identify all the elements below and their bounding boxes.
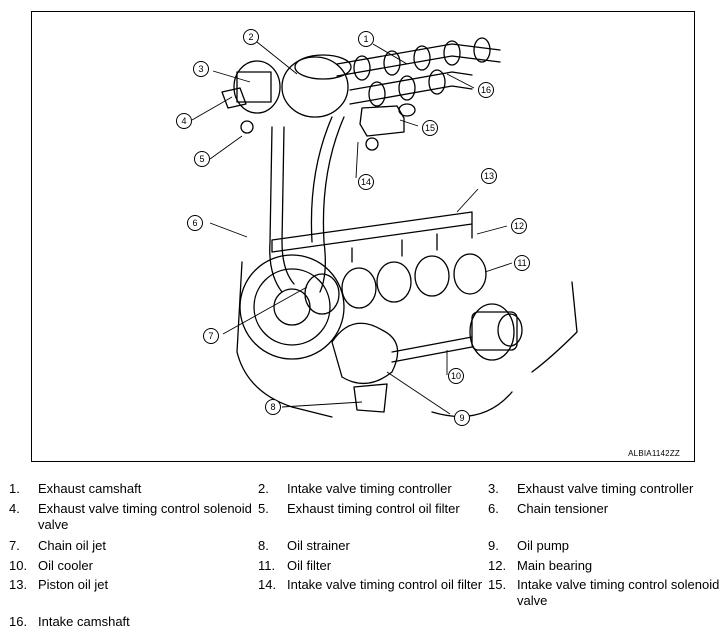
- svg-text:4: 4: [181, 116, 186, 126]
- intake-timing-controller: [281, 56, 349, 118]
- intake-solenoid-valve: [359, 105, 405, 137]
- timing-chain: [269, 126, 283, 293]
- legend-text: Oil cooler: [38, 558, 93, 573]
- svg-text:13: 13: [484, 171, 494, 181]
- svg-text:16: 16: [481, 85, 491, 95]
- legend-text: Exhaust timing control oil filter: [287, 501, 460, 516]
- legend-number: 1.: [9, 481, 20, 496]
- svg-text:7: 7: [208, 331, 213, 341]
- main-oil-gallery: [271, 211, 473, 253]
- legend-text: Oil pump: [517, 538, 570, 553]
- callout-1: 1: [358, 31, 374, 47]
- svg-text:3: 3: [198, 64, 203, 74]
- legend-number: 10.: [9, 558, 28, 573]
- legend-text: Intake valve timing control oil filter: [287, 577, 483, 592]
- svg-text:8: 8: [270, 402, 275, 412]
- crank-pulley: [239, 254, 345, 360]
- exhaust-oil-filter-body: [240, 120, 254, 134]
- legend-number: 14.: [258, 577, 277, 592]
- callout-11: 11: [514, 255, 530, 271]
- legend-number: 9.: [488, 538, 499, 553]
- callout-13: 13: [481, 168, 497, 184]
- legend-text: Chain tensioner: [517, 501, 609, 516]
- oil-filter-part: [453, 253, 487, 295]
- callouts: 1 2 3 4 5 6 7 8 9 10 11 12 13 14 15 16: [176, 29, 530, 426]
- callout-6: 6: [187, 215, 203, 231]
- svg-text:2: 2: [248, 32, 253, 42]
- callout-14: 14: [358, 174, 374, 190]
- figure-code: ALBIA1142ZZ: [628, 449, 680, 458]
- legend-text: Exhaust camshaft: [38, 481, 142, 496]
- oil-pump-part: [331, 322, 399, 384]
- svg-text:11: 11: [517, 258, 526, 268]
- intake-camshaft: [349, 71, 473, 91]
- legend-text: Oil filter: [287, 558, 332, 573]
- legend-number: 13.: [9, 577, 28, 592]
- callout-5: 5: [194, 151, 210, 167]
- legend-text: Exhaust valve timing control solenoid va…: [38, 501, 252, 532]
- legend-text: Intake valve timing control solenoid val…: [517, 577, 720, 608]
- callout-16: 16: [478, 82, 494, 98]
- callout-12: 12: [511, 218, 527, 234]
- svg-text:15: 15: [425, 123, 435, 133]
- callout-10: 10: [448, 368, 464, 384]
- svg-text:9: 9: [459, 413, 464, 423]
- svg-text:1: 1: [363, 34, 368, 44]
- legend-number: 15.: [488, 577, 507, 592]
- exhaust-camshaft: [336, 43, 501, 65]
- svg-text:14: 14: [361, 177, 371, 187]
- legend-text: Oil strainer: [287, 538, 350, 553]
- legend-text: Piston oil jet: [38, 577, 109, 592]
- legend-number: 6.: [488, 501, 499, 516]
- legend-number: 8.: [258, 538, 269, 553]
- callout-15: 15: [422, 120, 438, 136]
- engine-lubrication-diagram: 1 2 3 4 5 6 7 8 9 10 11 12 13 14 15 16: [176, 29, 578, 426]
- legend-text: Chain oil jet: [38, 538, 106, 553]
- legend-number: 2.: [258, 481, 269, 496]
- oil-strainer-part: [353, 383, 388, 413]
- svg-text:6: 6: [192, 218, 197, 228]
- legend-number: 11.: [258, 558, 276, 573]
- legend-number: 16.: [9, 614, 28, 629]
- exhaust-solenoid-valve: [221, 87, 247, 109]
- exhaust-timing-controller: [233, 60, 281, 114]
- legend-number: 4.: [9, 501, 20, 516]
- legend-text: Main bearing: [517, 558, 593, 573]
- callout-4: 4: [176, 113, 192, 129]
- intake-oil-filter-body: [365, 137, 379, 151]
- legend-number: 7.: [9, 538, 20, 553]
- legend-number: 5.: [258, 501, 269, 516]
- callout-8: 8: [265, 399, 281, 415]
- legend-text: Exhaust valve timing controller: [517, 481, 694, 496]
- svg-text:10: 10: [451, 371, 461, 381]
- oil-cooler-part: [469, 303, 515, 361]
- legend-text: Intake valve timing controller: [287, 481, 452, 496]
- legend-number: 12.: [488, 558, 507, 573]
- svg-text:5: 5: [199, 154, 204, 164]
- callout-9: 9: [454, 410, 470, 426]
- legend-number: 3.: [488, 481, 499, 496]
- callout-7: 7: [203, 328, 219, 344]
- callout-2: 2: [243, 29, 259, 45]
- callout-3: 3: [193, 61, 209, 77]
- svg-text:12: 12: [514, 221, 524, 231]
- diagram-frame: 1 2 3 4 5 6 7 8 9 10 11 12 13 14 15 16 A…: [31, 11, 695, 462]
- legend-text: Intake camshaft: [38, 614, 130, 629]
